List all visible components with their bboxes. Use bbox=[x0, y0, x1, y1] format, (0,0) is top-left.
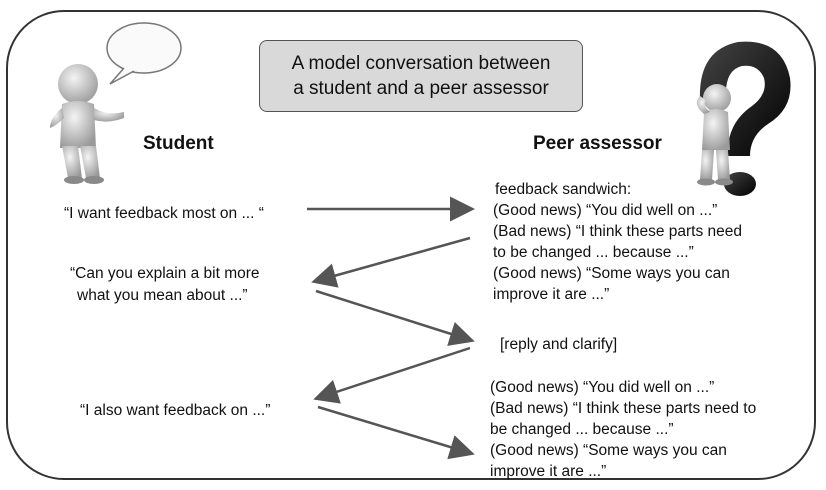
question-mark-icon bbox=[699, 41, 791, 196]
response-2-line-1: (Good news) “You did well on ...” bbox=[490, 379, 715, 396]
response-1-line-2: (Bad news) “I think these parts need bbox=[493, 223, 742, 240]
rounded-frame bbox=[6, 10, 816, 480]
student-message-2-line-2: what you mean about ...” bbox=[77, 287, 248, 304]
response-1-line-4: (Good news) “Some ways you can bbox=[493, 265, 730, 282]
response-2-line-3: be changed ... because ...” bbox=[490, 421, 674, 438]
assessor-figure-icon bbox=[696, 41, 791, 196]
title-line-1: A model conversation between bbox=[291, 53, 551, 74]
response-1-line-1: (Good news) “You did well on ...” bbox=[493, 202, 718, 219]
response-1-line-5: improve it are ...” bbox=[493, 286, 610, 303]
arrow-assessor-to-student-2 bbox=[313, 346, 471, 404]
response-2-line-4: (Good news) “Some ways you can bbox=[490, 442, 727, 459]
student-label: Student bbox=[143, 133, 214, 154]
title-box: A model conversation between a student a… bbox=[259, 40, 583, 112]
title-line-2: a student and a peer assessor bbox=[293, 78, 549, 99]
speech-bubble-icon bbox=[106, 22, 182, 85]
arrow-student-to-assessor-3 bbox=[317, 405, 475, 460]
feedback-sandwich-header: feedback sandwich: bbox=[495, 181, 632, 198]
student-figure-icon bbox=[50, 22, 182, 184]
peer-assessor-label: Peer assessor bbox=[533, 133, 662, 154]
response-2-line-5: improve it are ...” bbox=[490, 463, 607, 480]
response-1-line-3: to be changed ... because ...” bbox=[493, 244, 694, 261]
arrow-assessor-to-student-1 bbox=[311, 236, 471, 288]
reply-and-clarify: [reply and clarify] bbox=[500, 336, 618, 353]
arrow-student-to-assessor-2 bbox=[315, 289, 475, 346]
response-2-line-2: (Bad news) “I think these parts need to bbox=[490, 400, 757, 417]
student-message-2-line-1: “Can you explain a bit more bbox=[70, 265, 260, 282]
student-message-3: “I also want feedback on ...” bbox=[80, 402, 271, 419]
student-message-1: “I want feedback most on ... “ bbox=[64, 205, 264, 222]
